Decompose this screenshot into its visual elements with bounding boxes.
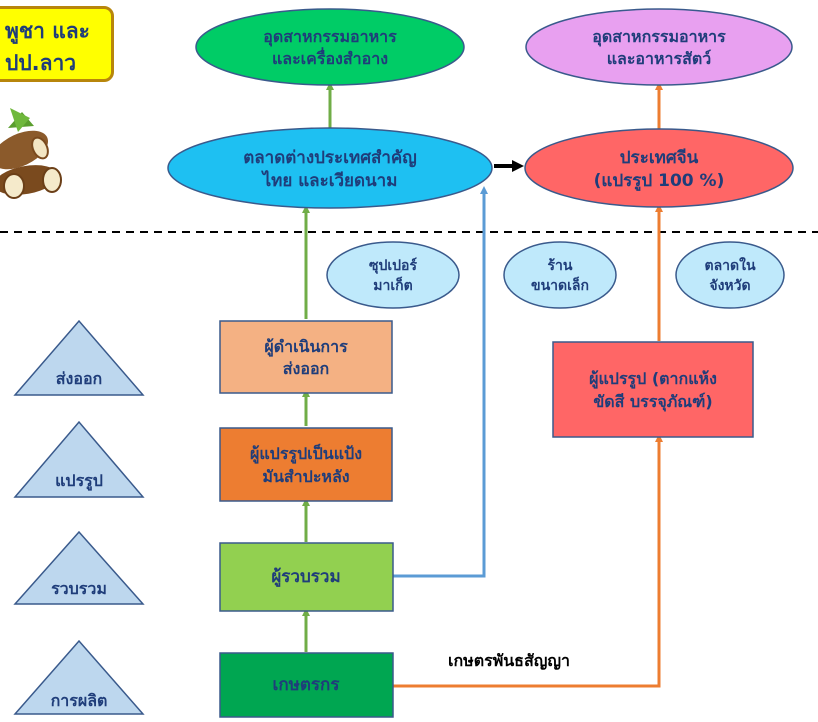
box-label: มันสำปะหลัง (262, 467, 349, 486)
box-dry-processor (552, 341, 754, 438)
box-farmer (219, 652, 394, 718)
cassava-image (0, 108, 62, 199)
node-food-cosmetics-industry (195, 8, 465, 86)
box-label: เกษตรกร (273, 675, 341, 695)
node-label: (แปรรูป 100 %) (594, 171, 725, 192)
node-label: ร้าน (548, 258, 573, 274)
stage-triangle-collect (13, 530, 145, 605)
node-supermarket (326, 241, 460, 309)
box-label: ผู้ดำเนินการ (264, 337, 348, 358)
arrow-collector-to-foreign-market (393, 186, 488, 578)
box-starch-processor (219, 427, 393, 502)
node-food-feed-industry (525, 8, 793, 86)
node-label: อุดสาหกรรมอาหาร (263, 27, 397, 47)
node-label: อุดสาหกรรมอาหาร (592, 27, 726, 47)
box-collector (219, 542, 394, 612)
node-label: ขนาดเล็ก (531, 276, 589, 294)
stage-triangle-export (13, 319, 145, 396)
box-label: ผู้แปรรูปเป็นแป้ง (250, 442, 362, 465)
title-line-1: พูชา และ (5, 19, 90, 43)
box-label: ส่งออก (283, 359, 329, 378)
node-small-shop (503, 241, 617, 309)
box-label: ผู้รวบรวม (271, 567, 340, 588)
stage-label-export: ส่งออก (56, 369, 102, 388)
title-line-2: ปป.ลาว (5, 51, 77, 75)
edge-label-contract-farming: เกษตรพันธสัญญา (448, 651, 570, 671)
node-china (524, 128, 794, 208)
box-label: ผู้แปรรูป (ตากแห้ง (589, 369, 717, 390)
stage-label-collect: รวบรวม (51, 579, 107, 598)
node-label: ซุปเปอร์ (369, 257, 417, 274)
stage-triangle-process (13, 420, 145, 498)
stage-triangle-produce (13, 639, 145, 715)
node-label: ไทย และเวียดนาม (261, 170, 398, 191)
title-badge: พูชา และ ปป.ลาว (0, 6, 114, 82)
box-exporter (219, 320, 393, 394)
node-label: และเครื่องสำอาง (272, 47, 388, 68)
node-label: ตลาดต่างประเทศสำคัญ (243, 148, 417, 168)
box-label: ขัดสี บรรจุภัณฑ์) (593, 392, 712, 412)
node-label: และอาหารสัตว์ (607, 49, 712, 68)
node-label: มาเก็ต (373, 276, 412, 294)
node-label: ตลาดใน (704, 256, 755, 274)
stage-label-process: แปรรูป (55, 471, 103, 492)
node-foreign-market (167, 127, 493, 209)
node-label: ประเทศจีน (620, 147, 699, 168)
node-label: จังหวัด (709, 278, 750, 294)
arrow-farmer-to-dry-processor (393, 434, 663, 688)
node-provincial-market (675, 241, 785, 309)
stage-label-produce: การผลิต (51, 691, 108, 710)
